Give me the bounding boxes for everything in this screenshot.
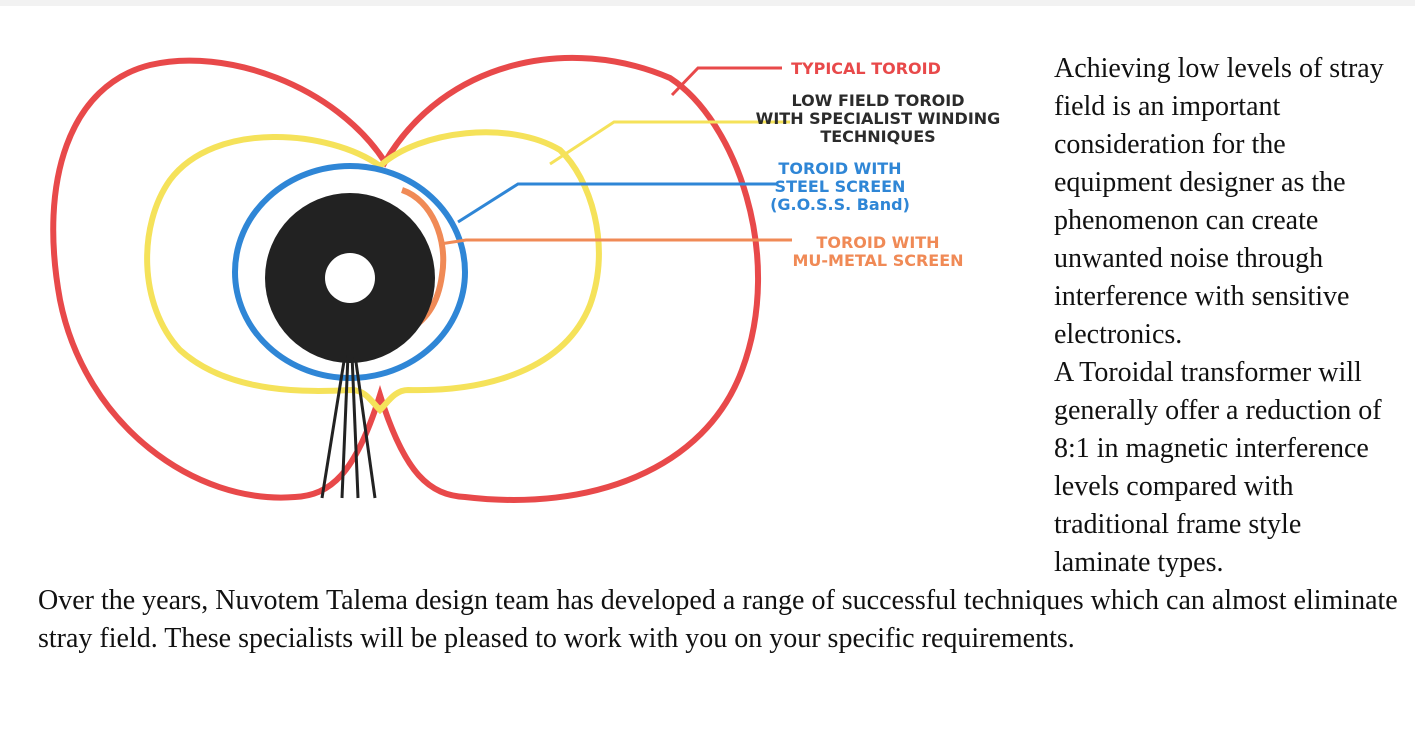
low-field-leader (549, 120, 790, 166)
label-steel-line3: (G.O.S.S. Band) (770, 195, 910, 214)
article: TYPICAL TOROID LOW FIELD TOROID WITH SPE… (38, 50, 1398, 658)
label-low-field-line1: LOW FIELD TOROID (792, 91, 965, 110)
paragraph-stray-field: Achieving low levels of stray field is a… (1054, 53, 1384, 350)
mu-metal-leader (439, 238, 792, 246)
label-mu-metal-line2: MU-METAL SCREEN (792, 251, 963, 270)
steel-leader (457, 182, 776, 224)
typical-leader (670, 66, 782, 97)
label-steel-line2: STEEL SCREEN (775, 177, 906, 196)
steel-screen-field (232, 163, 468, 381)
label-mu-metal-line1: TOROID WITH (816, 233, 939, 252)
toroid-center-hole (325, 253, 375, 303)
label-low-field-line3: TECHNIQUES (820, 127, 935, 146)
typical-toroid-field (50, 54, 762, 503)
label-low-field-line2: WITH SPECIALIST WINDING (756, 109, 1001, 128)
paragraph-reduction: A Toroidal transformer will generally of… (1054, 357, 1382, 578)
label-typical-toroid: TYPICAL TOROID (791, 59, 941, 78)
lead-wires (320, 354, 377, 499)
paragraph-design-team: Over the years, Nuvotem Talema design te… (38, 585, 1398, 654)
label-steel-line1: TOROID WITH (778, 159, 901, 178)
top-rule (0, 0, 1415, 6)
stray-field-diagram: TYPICAL TOROID LOW FIELD TOROID WITH SPE… (30, 50, 1040, 550)
stray-field-diagram-svg: TYPICAL TOROID LOW FIELD TOROID WITH SPE… (50, 54, 1001, 503)
low-field-toroid-field (144, 129, 602, 415)
